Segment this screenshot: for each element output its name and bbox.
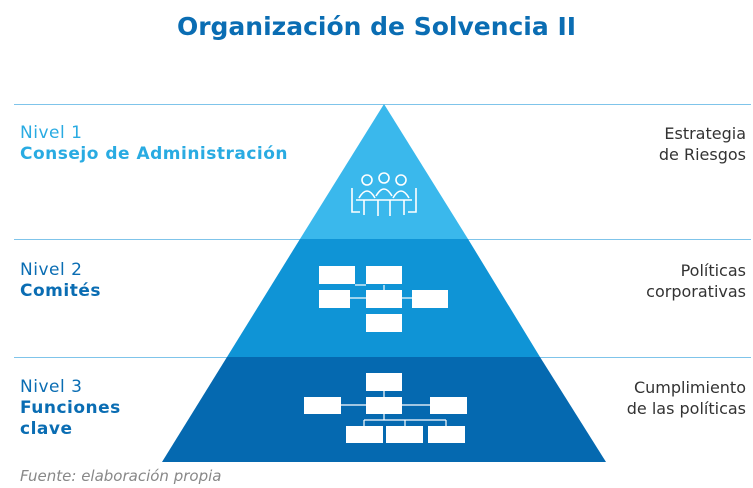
level-2-description-line-2: corporativas [646,282,746,301]
level-3-description-line-2: de las políticas [626,399,746,418]
org-chart-icon-tier-2 [319,266,448,332]
level-2-description: Políticas corporativas [646,260,746,302]
level-1-label: Nivel 1 Consejo de Administración [20,123,288,165]
level-1-description-line-2: de Riesgos [658,145,746,164]
level-1-name: Consejo de Administración [20,144,289,164]
meeting-people-icon [351,172,417,216]
level-2-label: Nivel 2 Comités [20,260,101,302]
source-note: Fuente: elaboración propia [20,467,222,485]
level-3-number: Nivel 3 [20,377,83,397]
level-3-description-line-1: Cumplimiento [633,378,746,397]
level-1-number: Nivel 1 [20,123,83,143]
level-2-description-line-1: Políticas [680,261,746,280]
level-2-name: Comités [20,281,101,301]
level-1-description: Estrategia de Riesgos [659,123,746,165]
level-3-label: Nivel 3 Funciones clave [20,377,121,440]
level-3-description: Cumplimiento de las políticas [627,377,746,419]
level-2-number: Nivel 2 [20,260,83,280]
level-1-description-line-1: Estrategia [664,124,746,143]
org-chart-icon-tier-3 [304,373,467,443]
page-title: Organización de Solvencia II [176,12,577,41]
pyramid-tier-1 [300,104,468,239]
level-3-name-line-1: Funciones [20,398,121,418]
level-3-name-line-2: clave [20,419,73,439]
separator-line-top [14,104,751,105]
